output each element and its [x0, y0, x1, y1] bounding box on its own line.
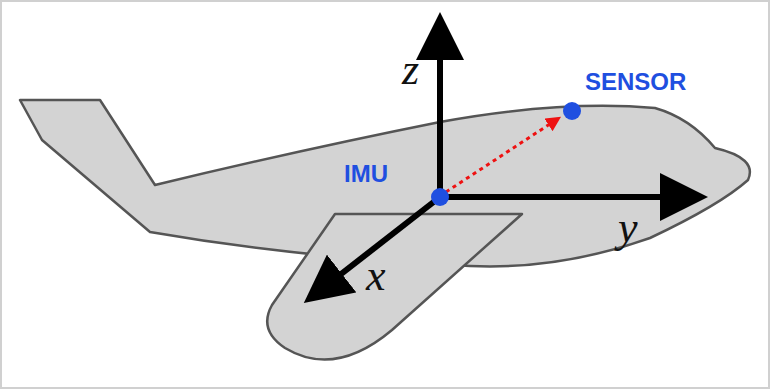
sensor-point: [563, 102, 581, 120]
imu-point: [431, 188, 449, 206]
point-label: IMU: [344, 162, 388, 186]
axis-label: z: [402, 48, 419, 92]
point-label: SENSOR: [585, 70, 686, 94]
z-axis: [437, 30, 443, 197]
axis-label: x: [366, 254, 386, 298]
offset-arrow: [446, 120, 556, 192]
y-axis: [440, 194, 690, 200]
axis-label: y: [618, 206, 638, 250]
